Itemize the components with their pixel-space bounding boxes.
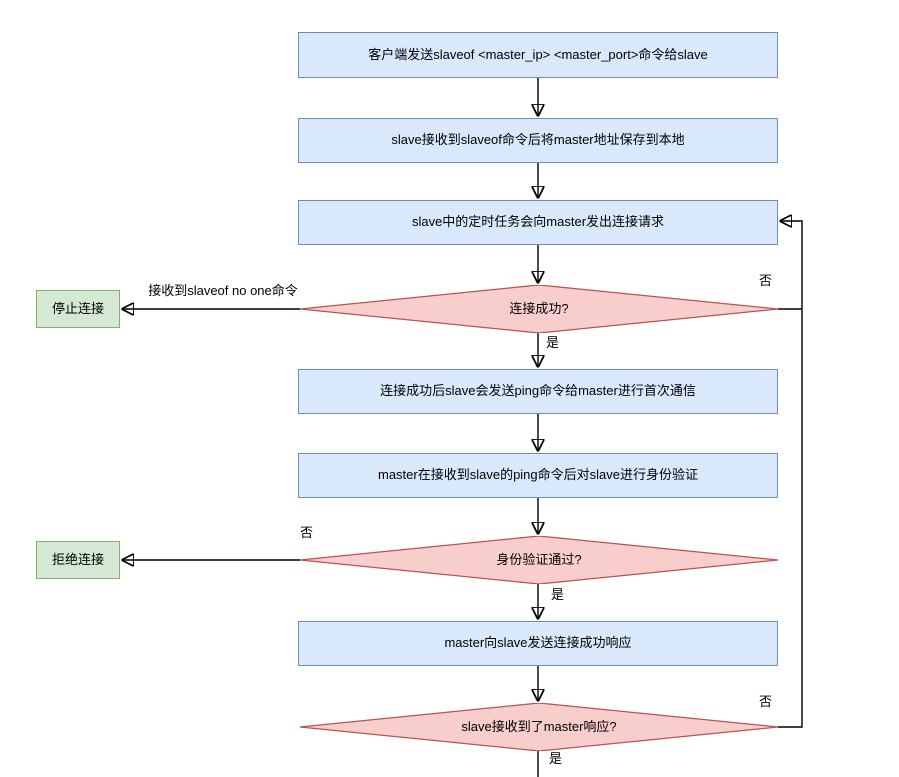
diamond-icon xyxy=(300,285,778,333)
decision-auth-pass: 身份验证通过? xyxy=(300,536,778,584)
edge-label-response-no: 否 xyxy=(759,694,773,710)
diamond-icon xyxy=(300,703,778,751)
process-auth-check: master在接收到slave的ping命令后对slave进行身份验证 xyxy=(298,453,778,498)
process-auth-check-label: master在接收到slave的ping命令后对slave进行身份验证 xyxy=(377,467,698,483)
edge-label-connect-yes: 是 xyxy=(546,335,560,351)
diamond-icon xyxy=(300,536,778,584)
terminal-reject-connection-label: 拒绝连接 xyxy=(51,551,104,567)
process-timed-connect-request: slave中的定时任务会向master发出连接请求 xyxy=(298,200,778,245)
terminal-stop-connection-label: 停止连接 xyxy=(51,300,104,316)
connector-feedback-loop xyxy=(778,221,803,728)
decision-connect-success: 连接成功? xyxy=(300,285,778,333)
process-send-ping: 连接成功后slave会发送ping命令给master进行首次通信 xyxy=(298,369,778,414)
process-timed-connect-request-label: slave中的定时任务会向master发出连接请求 xyxy=(411,214,665,230)
edge-label-slaveof-no-one: 接收到slaveof no one命令 xyxy=(133,283,313,299)
edge-label-connect-no: 否 xyxy=(759,273,773,289)
process-send-ping-label: 连接成功后slave会发送ping命令给master进行首次通信 xyxy=(380,383,696,399)
process-send-slaveof-label: 客户端发送slaveof <master_ip> <master_port>命令… xyxy=(368,46,708,62)
edge-label-auth-no: 否 xyxy=(300,525,314,541)
process-save-master-addr-label: slave接收到slaveof命令后将master地址保存到本地 xyxy=(391,132,685,148)
edge-label-auth-yes: 是 xyxy=(551,587,565,603)
decision-master-response-label: slave接收到了master响应? xyxy=(461,718,617,734)
decision-auth-pass-label: 身份验证通过? xyxy=(496,551,582,567)
terminal-reject-connection: 拒绝连接 xyxy=(36,541,120,579)
decision-master-response: slave接收到了master响应? xyxy=(300,703,778,751)
edge-label-response-yes: 是 xyxy=(549,751,563,767)
process-send-success-response-label: master向slave发送连接成功响应 xyxy=(444,635,632,651)
decision-connect-success-label: 连接成功? xyxy=(509,300,569,316)
process-save-master-addr: slave接收到slaveof命令后将master地址保存到本地 xyxy=(298,118,778,163)
process-send-slaveof: 客户端发送slaveof <master_ip> <master_port>命令… xyxy=(298,32,778,78)
terminal-stop-connection: 停止连接 xyxy=(36,290,120,328)
process-send-success-response: master向slave发送连接成功响应 xyxy=(298,621,778,666)
